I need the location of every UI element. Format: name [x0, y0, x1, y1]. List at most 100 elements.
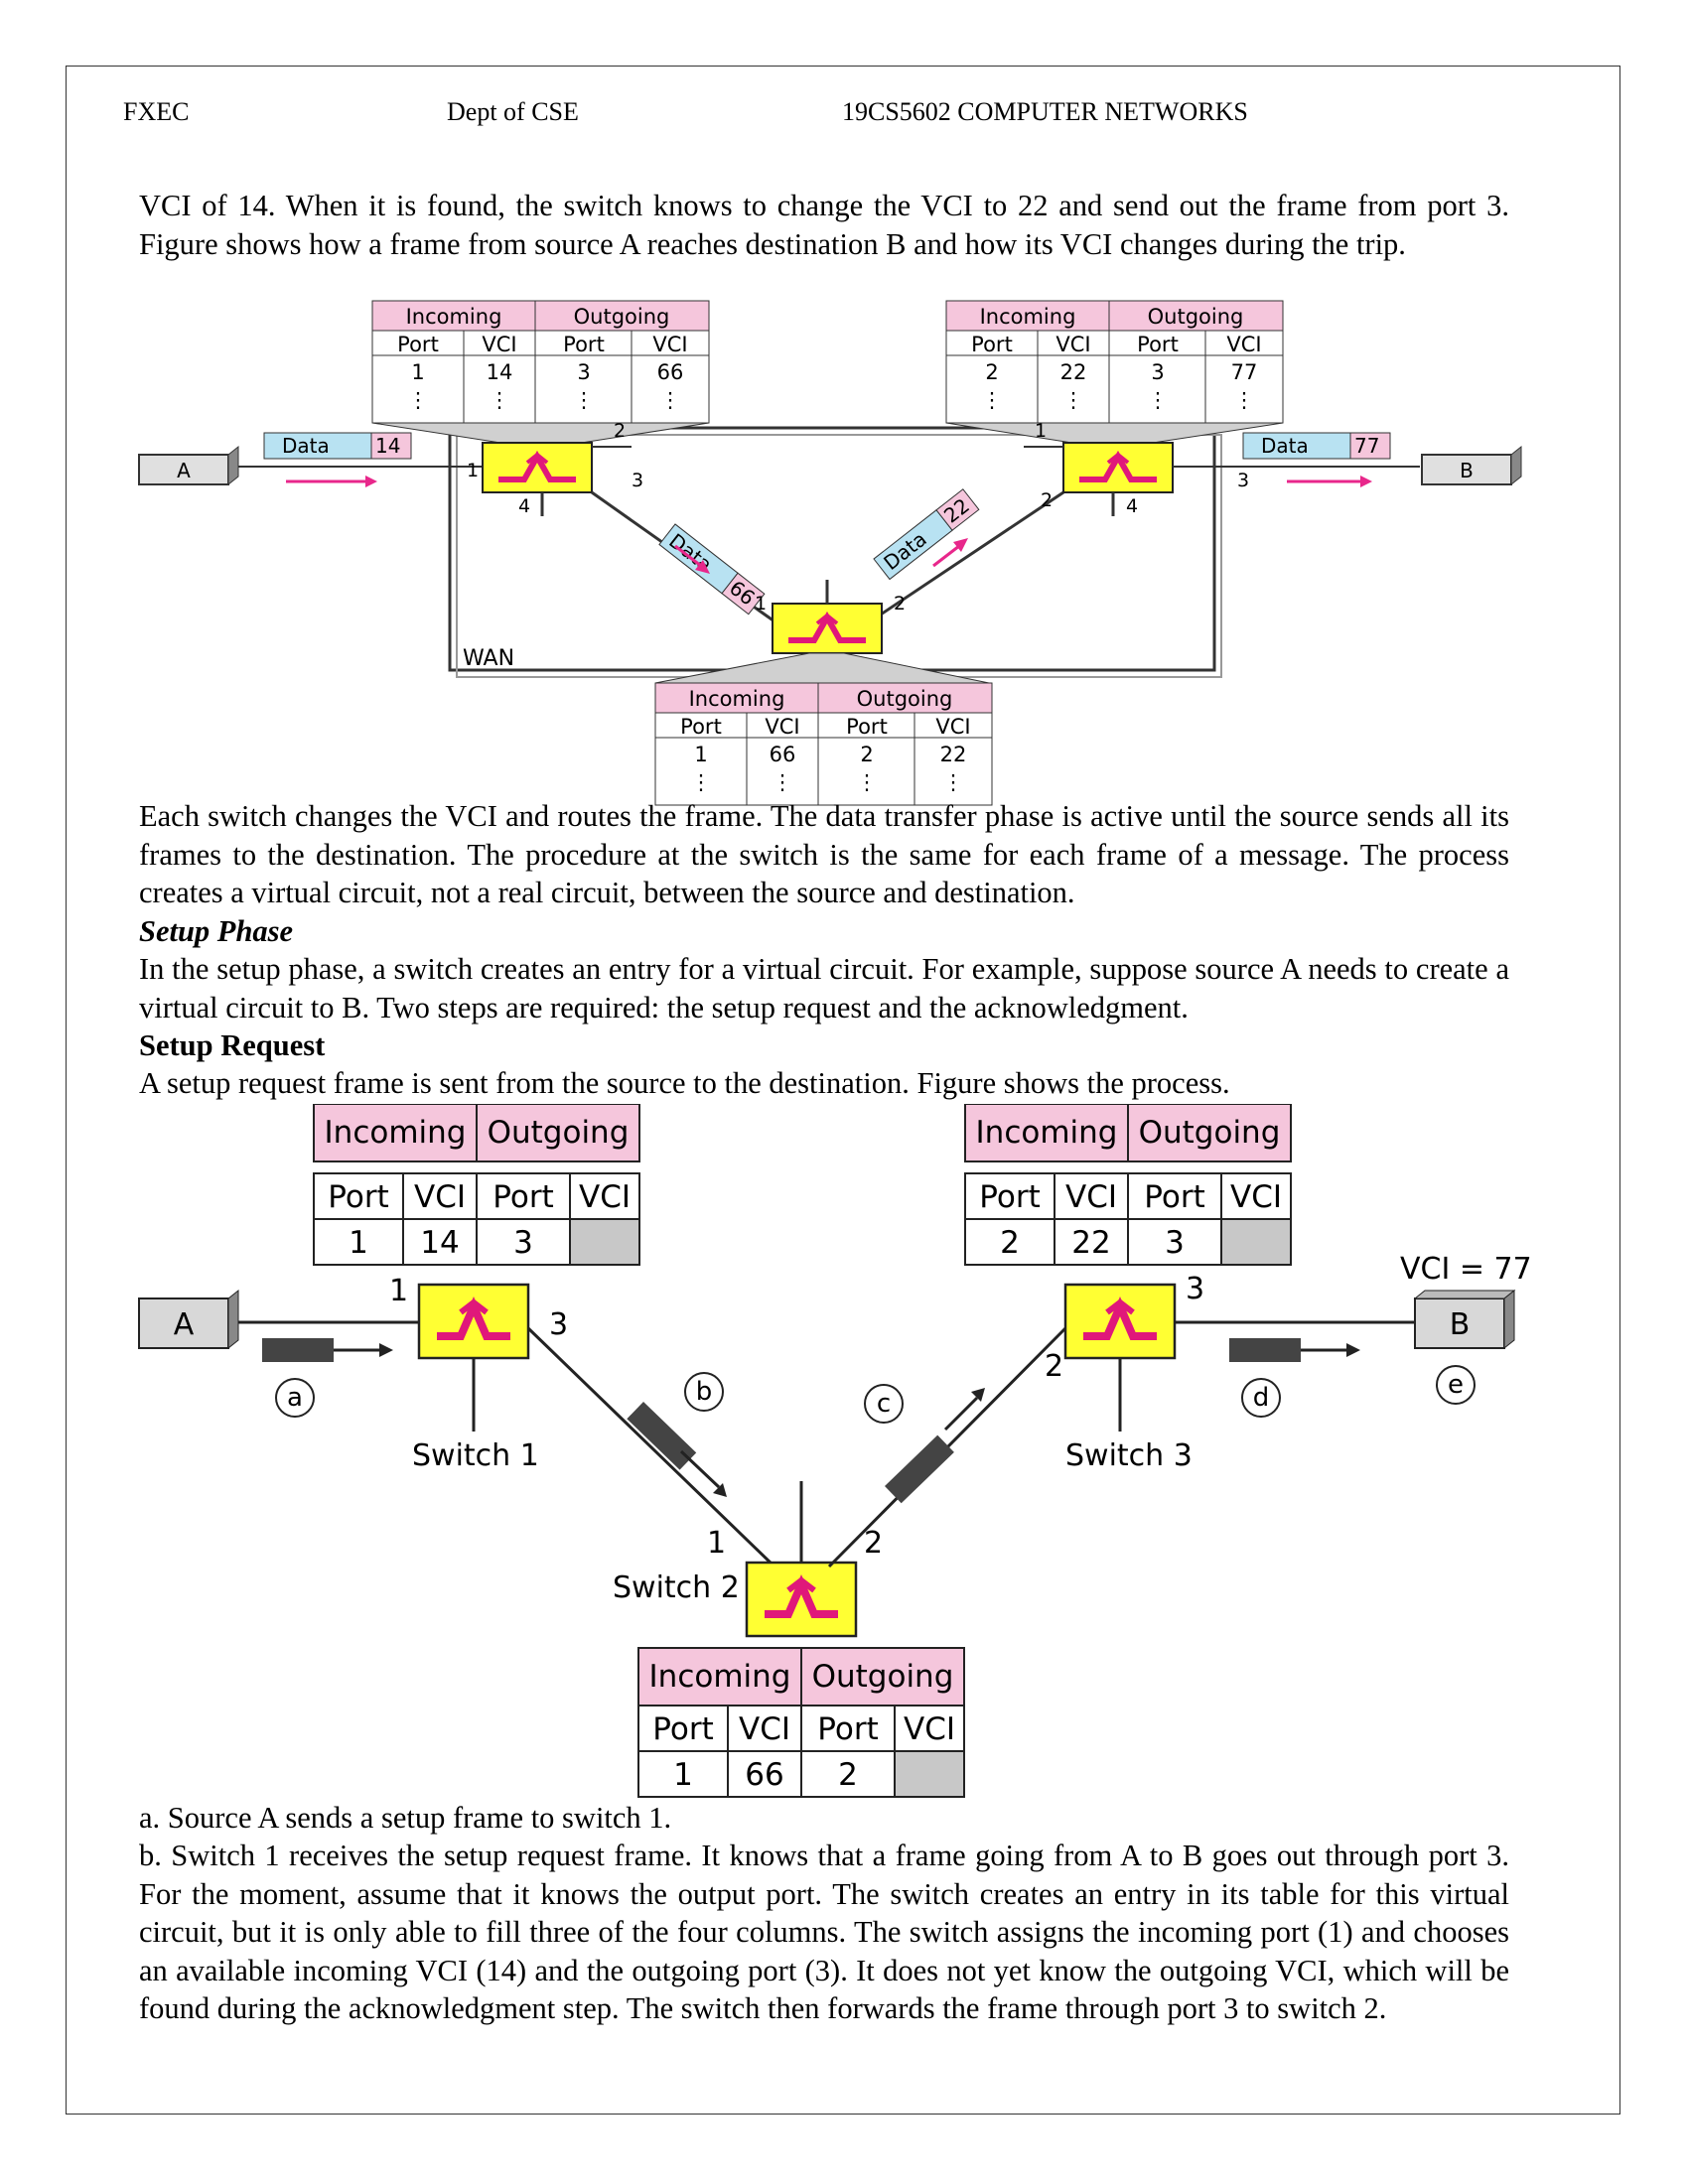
- svg-text:2: 2: [860, 743, 873, 766]
- fig1-table-switch2: Incoming Outgoing Port VCI Port VCI 1 66…: [654, 652, 993, 806]
- setup-phase-paragraph: In the setup phase, a switch creates an …: [139, 952, 1509, 1024]
- svg-text:14: 14: [420, 1225, 459, 1261]
- svg-text:⋮: ⋮: [490, 388, 510, 412]
- svg-text:VCI: VCI: [765, 715, 799, 739]
- svg-text:Port: Port: [397, 333, 439, 356]
- svg-text:Port: Port: [979, 1179, 1040, 1215]
- figure-vci-change: WAN Incoming Outgoing Port VCI Port VCI …: [138, 300, 1522, 806]
- svg-text:VCI: VCI: [1065, 1179, 1117, 1215]
- svg-text:3: 3: [577, 360, 590, 384]
- svg-text:VCI: VCI: [414, 1179, 466, 1215]
- svg-text:VCI: VCI: [482, 333, 516, 356]
- fig2-node-a: A: [138, 1289, 239, 1350]
- svg-text:22: 22: [1071, 1225, 1110, 1261]
- fig1-data-frame-mid1: Data 66: [658, 523, 766, 615]
- svg-text:VCI: VCI: [652, 333, 687, 356]
- svg-text:Port: Port: [817, 1711, 878, 1747]
- svg-text:⋮: ⋮: [574, 388, 595, 412]
- fig1-data-frame-mid2: Data 22: [873, 488, 980, 581]
- fig1-data-frame-out: Data 77: [1242, 432, 1391, 460]
- setup-request-paragraph: A setup request frame is sent from the s…: [139, 1066, 1230, 1100]
- fig2-frame-d: [1229, 1338, 1301, 1362]
- fig1-arrow-mid2: [932, 538, 968, 568]
- figure-setup-request: Incoming Outgoing Port VCI Port VCI 1 14…: [138, 1104, 1532, 1798]
- svg-text:VCI: VCI: [1226, 333, 1261, 356]
- svg-text:2: 2: [614, 420, 626, 442]
- header-course: 19CS5602 COMPUTER NETWORKS: [842, 97, 1248, 126]
- svg-text:Outgoing: Outgoing: [1148, 305, 1244, 329]
- svg-text:3: 3: [1237, 470, 1249, 491]
- fig2-arrow-b: [679, 1449, 727, 1497]
- svg-text:VCI: VCI: [1230, 1179, 1282, 1215]
- svg-text:⋮: ⋮: [408, 388, 429, 412]
- svg-text:Incoming: Incoming: [976, 1115, 1118, 1151]
- svg-text:2: 2: [1000, 1225, 1020, 1261]
- svg-text:VCI: VCI: [904, 1711, 955, 1747]
- fig2-step-e: [1436, 1365, 1476, 1405]
- svg-text:⋮: ⋮: [857, 770, 878, 794]
- svg-text:77: 77: [1354, 434, 1379, 458]
- svg-text:Outgoing: Outgoing: [1139, 1115, 1281, 1151]
- svg-text:2: 2: [1045, 1349, 1063, 1384]
- svg-text:Incoming: Incoming: [980, 305, 1076, 329]
- svg-text:Incoming: Incoming: [325, 1115, 467, 1151]
- fig1-data-frame-in: Data 14: [263, 432, 412, 460]
- fig2-step-c: [864, 1384, 904, 1424]
- svg-text:Outgoing: Outgoing: [857, 687, 953, 711]
- svg-text:Port: Port: [492, 1179, 553, 1215]
- svg-text:3: 3: [1151, 360, 1164, 384]
- svg-text:B: B: [1460, 459, 1474, 482]
- svg-text:Port: Port: [680, 715, 722, 739]
- svg-text:2: 2: [838, 1757, 858, 1793]
- svg-text:66: 66: [745, 1757, 783, 1793]
- svg-text:Data: Data: [1261, 434, 1309, 458]
- svg-text:d: d: [1253, 1383, 1270, 1413]
- fig2-table-switch3: Incoming Outgoing Port VCI Port VCI 2 22…: [964, 1104, 1292, 1266]
- fig2-switch-2: [747, 1563, 856, 1636]
- svg-text:B: B: [1450, 1307, 1471, 1342]
- fig1-switch-3: [1063, 443, 1173, 492]
- svg-text:Outgoing: Outgoing: [812, 1659, 954, 1695]
- svg-text:14: 14: [487, 360, 513, 384]
- svg-text:Switch 3: Switch 3: [1065, 1438, 1193, 1473]
- fig2-node-b: B: [1413, 1289, 1516, 1350]
- svg-text:66: 66: [657, 360, 684, 384]
- svg-text:a: a: [287, 1383, 303, 1413]
- svg-text:2: 2: [894, 593, 906, 614]
- step-a-text: a. Source A sends a setup frame to switc…: [139, 1801, 672, 1835]
- svg-text:Outgoing: Outgoing: [488, 1115, 630, 1151]
- svg-text:⋮: ⋮: [943, 770, 964, 794]
- fig2-arrow-c: [943, 1388, 985, 1432]
- fig2-table-switch1: Incoming Outgoing Port VCI Port VCI 1 14…: [313, 1104, 640, 1266]
- fig2-switch-1: [419, 1285, 528, 1358]
- setup-request-heading: Setup Request: [139, 1028, 326, 1062]
- svg-text:4: 4: [518, 495, 530, 517]
- svg-text:14: 14: [375, 434, 400, 458]
- svg-text:1: 1: [755, 593, 767, 614]
- svg-text:1: 1: [694, 743, 707, 766]
- svg-text:c: c: [877, 1389, 891, 1419]
- svg-text:⋮: ⋮: [1234, 388, 1255, 412]
- fig2-step-d: [1241, 1378, 1281, 1418]
- svg-text:1: 1: [1035, 420, 1047, 442]
- svg-text:Port: Port: [971, 333, 1013, 356]
- fig2-frame-a: [262, 1338, 334, 1362]
- svg-text:Incoming: Incoming: [649, 1659, 791, 1695]
- svg-text:3: 3: [1186, 1272, 1204, 1306]
- svg-text:3: 3: [513, 1225, 533, 1261]
- svg-text:VCI: VCI: [935, 715, 970, 739]
- svg-text:Port: Port: [1144, 1179, 1204, 1215]
- fig1-switch-2: [773, 604, 882, 653]
- svg-text:66: 66: [770, 743, 796, 766]
- fig2-arrow-d: [1301, 1343, 1360, 1357]
- wan-label: WAN: [463, 646, 514, 671]
- intro-paragraph: VCI of 14. When it is found, the switch …: [139, 189, 1509, 261]
- svg-text:2: 2: [985, 360, 998, 384]
- svg-text:A: A: [177, 459, 191, 482]
- header-dept: Dept of CSE: [447, 97, 579, 126]
- fig1-switch-1: [483, 443, 592, 492]
- svg-text:VCI: VCI: [579, 1179, 631, 1215]
- svg-text:Port: Port: [1137, 333, 1179, 356]
- svg-text:Port: Port: [563, 333, 605, 356]
- svg-text:e: e: [1448, 1370, 1464, 1400]
